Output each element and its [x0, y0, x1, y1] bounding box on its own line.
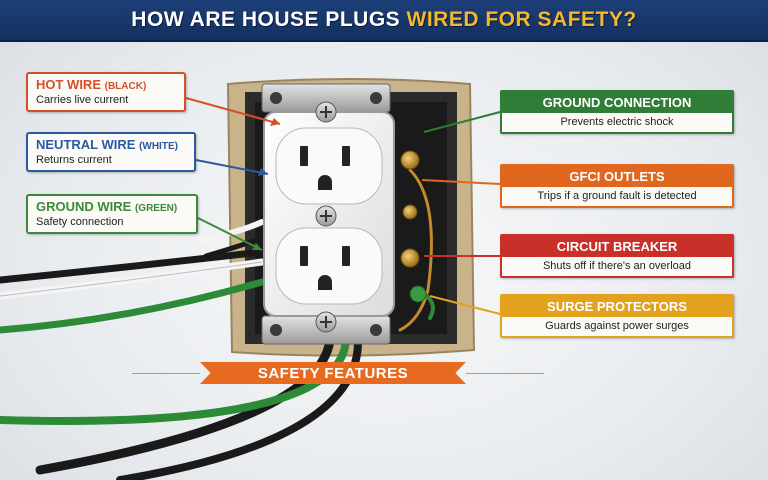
pointer-arrows: [185, 97, 501, 315]
ground-connection-desc: Prevents electric shock: [560, 116, 674, 128]
title-part-2: WIRED FOR SAFETY?: [406, 8, 637, 31]
safety-features-banner: SAFETY FEATURES: [200, 362, 466, 384]
label-ground-wire: GROUND WIRE (GREEN) Safety connection: [26, 194, 198, 234]
banner-line-left: [132, 373, 200, 374]
hot-wire-title: HOT WIRE: [36, 77, 101, 92]
surge-protectors-desc: Guards against power surges: [545, 320, 689, 332]
ground-wire-desc: Safety connection: [36, 216, 124, 228]
gfci-outlets-title: GFCI OUTLETS: [502, 166, 732, 187]
ground-connection-title: GROUND CONNECTION: [502, 92, 732, 113]
label-circuit-breaker: CIRCUIT BREAKER Shuts off if there's an …: [500, 234, 734, 278]
label-ground-connection: GROUND CONNECTION Prevents electric shoc…: [500, 90, 734, 134]
neutral-wire-title: NEUTRAL WIRE: [36, 137, 136, 152]
surge-protectors-title: SURGE PROTECTORS: [502, 296, 732, 317]
label-surge-protectors: SURGE PROTECTORS Guards against power su…: [500, 294, 734, 338]
neutral-wire-desc: Returns current: [36, 154, 112, 166]
ground-wire-title: GROUND WIRE: [36, 199, 132, 214]
label-neutral-wire: NEUTRAL WIRE (WHITE) Returns current: [26, 132, 196, 172]
gfci-outlets-desc: Trips if a ground fault is detected: [537, 190, 697, 202]
page-title: HOW ARE HOUSE PLUGS WIRED FOR SAFETY?: [131, 8, 636, 32]
ground-wire-note: (GREEN): [134, 203, 178, 214]
neutral-wire-note: (WHITE): [139, 141, 178, 152]
hot-wire-note: (BLACK): [104, 81, 147, 92]
wire-icon: [0, 168, 435, 480]
label-gfci-outlets: GFCI OUTLETS Trips if a ground fault is …: [500, 164, 734, 208]
hot-wire-desc: Carries live current: [36, 94, 129, 106]
circuit-breaker-desc: Shuts off if there's an overload: [542, 260, 692, 272]
title-bar: HOW ARE HOUSE PLUGS WIRED FOR SAFETY?: [0, 0, 768, 42]
label-hot-wire: HOT WIRE (BLACK) Carries live current: [26, 72, 186, 112]
banner-line-right: [466, 373, 544, 374]
circuit-breaker-title: CIRCUIT BREAKER: [502, 236, 732, 257]
screw-icon: [315, 101, 427, 333]
title-part-1: HOW ARE HOUSE PLUGS: [131, 8, 407, 31]
